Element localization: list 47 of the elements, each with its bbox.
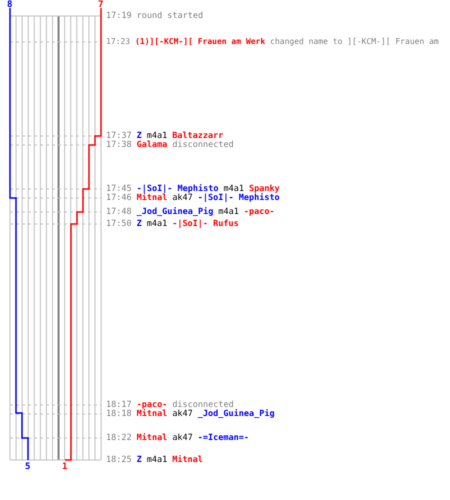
weapon-name: ak47 (172, 434, 193, 442)
weapon-name: m4a1 (146, 132, 168, 140)
weapon-name: m4a1 (218, 208, 239, 216)
player-name: -|SoI|- Mephisto (198, 194, 280, 202)
timestamp: 18:22 (106, 434, 132, 442)
timestamp: 17:19 (106, 12, 132, 20)
player-name: -paco- (136, 401, 168, 409)
player-count: 7 (98, 1, 104, 10)
player-name: Z (136, 220, 142, 228)
player-name: _Jod_Guinea_Pig (198, 410, 275, 418)
player-name: Baltazzarr (172, 132, 224, 140)
weapon-name: m4a1 (146, 220, 168, 228)
player-count: 8 (7, 1, 12, 10)
player-name: (1)][-KCM-][ Frauen am Werk (135, 38, 266, 46)
player-name: -paco- (244, 208, 275, 216)
weapon-name: ak47 (172, 194, 193, 202)
event-text: changed name to ][-KCM-][ Frauen am (270, 38, 439, 46)
timestamp: 18:18 (106, 410, 132, 418)
player-name: Mitnal (172, 456, 203, 464)
weapon-name: ak47 (172, 410, 193, 418)
player-name: Galama (136, 141, 168, 149)
player-count: 5 (25, 463, 30, 472)
timestamp: 17:37 (106, 132, 132, 140)
timestamp: 17:46 (106, 194, 132, 202)
timestamp: 17:48 (106, 208, 132, 216)
player-name: -=Iceman=- (198, 434, 249, 442)
timestamp: 17:38 (106, 141, 132, 149)
player-name: _Jod_Guinea_Pig (136, 208, 214, 216)
timestamp: 17:50 (106, 220, 132, 228)
timestamp: 17:23 (106, 38, 130, 46)
timestamp: 17:45 (106, 185, 132, 193)
player-name: Mitnal (136, 194, 168, 202)
event-text: round started (136, 12, 204, 20)
player-name: Z (136, 456, 142, 464)
weapon-name: m4a1 (146, 456, 168, 464)
player-name: -|SoI|- Rufus (172, 220, 239, 228)
player-name: -|SoI|- Mephisto (136, 185, 218, 193)
event-text: disconnected (172, 401, 234, 409)
player-name: Spanky (248, 185, 280, 193)
weapon-name: m4a1 (223, 185, 244, 193)
event-text: disconnected (172, 141, 234, 149)
player-count: 1 (62, 463, 68, 472)
player-name: Mitnal (136, 434, 168, 442)
timestamp: 18:17 (106, 401, 132, 409)
player-name: Z (136, 132, 142, 140)
timestamp: 18:25 (106, 456, 132, 464)
player-name: Mitnal (136, 410, 168, 418)
